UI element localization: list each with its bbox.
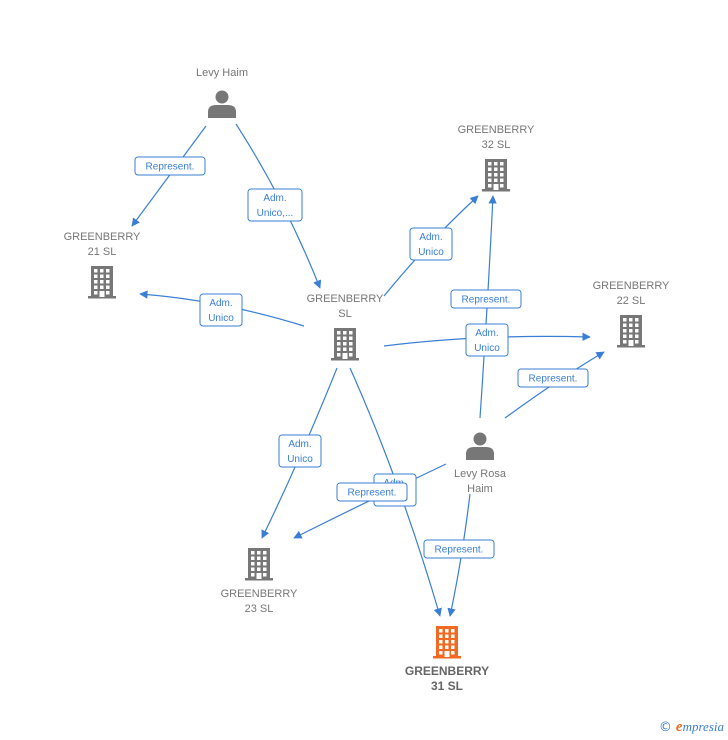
node-label: GREENBERRY — [307, 293, 384, 305]
edge-label[interactable]: Adm. Unico — [409, 227, 453, 261]
person-icon — [466, 432, 494, 460]
edge-label[interactable]: Represent. — [336, 482, 408, 502]
edge-label-box[interactable] — [465, 323, 509, 357]
edge-label-text: Unico — [474, 343, 500, 354]
building-icon — [331, 328, 359, 361]
node-label: 32 SL — [482, 139, 511, 151]
edge-label-text: Represent. — [462, 295, 511, 306]
node-label: 31 SL — [431, 679, 463, 693]
footer-brand: ©empresia — [659, 719, 724, 736]
node-greenberry-sl[interactable]: GREENBERRY SL — [307, 293, 384, 361]
node-label: GREENBERRY — [593, 280, 670, 292]
edge-label-text: Unico,... — [257, 208, 294, 219]
node-label: 23 SL — [245, 603, 274, 615]
copyright-symbol: © — [658, 720, 672, 735]
brand-initial: e — [675, 719, 683, 735]
edge-label-text: Adm. — [475, 328, 498, 339]
edge-label-text: Adm. — [263, 193, 286, 204]
node-label: 21 SL — [88, 246, 117, 258]
brand-name: mpresia — [682, 719, 724, 734]
edge-label-box[interactable] — [409, 227, 453, 261]
edge-label-text: Adm. — [419, 232, 442, 243]
node-levy-haim[interactable]: Levy Haim — [196, 67, 248, 118]
edge-label-text: Represent. — [435, 545, 484, 556]
node-greenberry-22[interactable]: GREENBERRY 22 SL — [593, 280, 670, 348]
building-icon — [482, 159, 510, 192]
edge-labels-layer: Represent.Adm.Unico,...Adm.UnicoAdm.Unic… — [134, 156, 589, 559]
edge-label-text: Represent. — [146, 162, 195, 173]
edge-label[interactable]: Adm. Unico,... — [247, 188, 303, 222]
edge-levy-haim-to-greenberry-21 — [131, 125, 207, 227]
edge-label[interactable]: Adm. Unico — [199, 293, 243, 327]
node-label: GREENBERRY — [458, 124, 535, 136]
node-label: GREENBERRY — [405, 664, 489, 678]
building-icon — [88, 266, 116, 299]
node-label: Levy Rosa — [454, 468, 507, 480]
edge-label-box[interactable] — [450, 289, 522, 309]
edge-label-box[interactable] — [199, 293, 243, 327]
edge-label-text: Unico — [287, 454, 313, 465]
edge-label[interactable]: Represent. — [134, 156, 206, 176]
edge-label-text: Represent. — [529, 374, 578, 385]
edge-label-text: Represent. — [348, 488, 397, 499]
node-label: SL — [338, 308, 351, 320]
edge-label-box[interactable] — [247, 188, 303, 222]
edge-label-box[interactable] — [278, 434, 322, 468]
edge-label-box[interactable] — [336, 482, 408, 502]
edge-label[interactable]: Represent. — [517, 368, 589, 388]
person-icon — [208, 90, 236, 118]
node-label: Levy Haim — [196, 67, 248, 79]
edge-label-text: Adm. — [209, 298, 232, 309]
edge-label-box[interactable] — [517, 368, 589, 388]
edge-label[interactable]: Adm. Unico — [278, 434, 322, 468]
node-greenberry-23[interactable]: GREENBERRY 23 SL — [221, 548, 298, 615]
node-label: 22 SL — [617, 295, 646, 307]
building-icon — [245, 548, 273, 581]
edge-label-text: Adm. — [288, 439, 311, 450]
node-label: GREENBERRY — [64, 231, 141, 243]
building-icon — [617, 315, 645, 348]
edge-label-box[interactable] — [134, 156, 206, 176]
edge-label[interactable]: Adm. Unico — [465, 323, 509, 357]
edge-label[interactable]: Represent. — [423, 539, 495, 559]
node-greenberry-21[interactable]: GREENBERRY 21 SL — [64, 231, 141, 299]
node-label: GREENBERRY — [221, 588, 298, 600]
node-label: Haim — [467, 483, 493, 495]
edge-label-text: Unico — [418, 247, 444, 258]
edge-label-box[interactable] — [423, 539, 495, 559]
building-icon — [433, 626, 461, 659]
edge-label-text: Unico — [208, 313, 234, 324]
node-greenberry-32[interactable]: GREENBERRY 32 SL — [458, 124, 535, 192]
edge-label[interactable]: Represent. — [450, 289, 522, 309]
